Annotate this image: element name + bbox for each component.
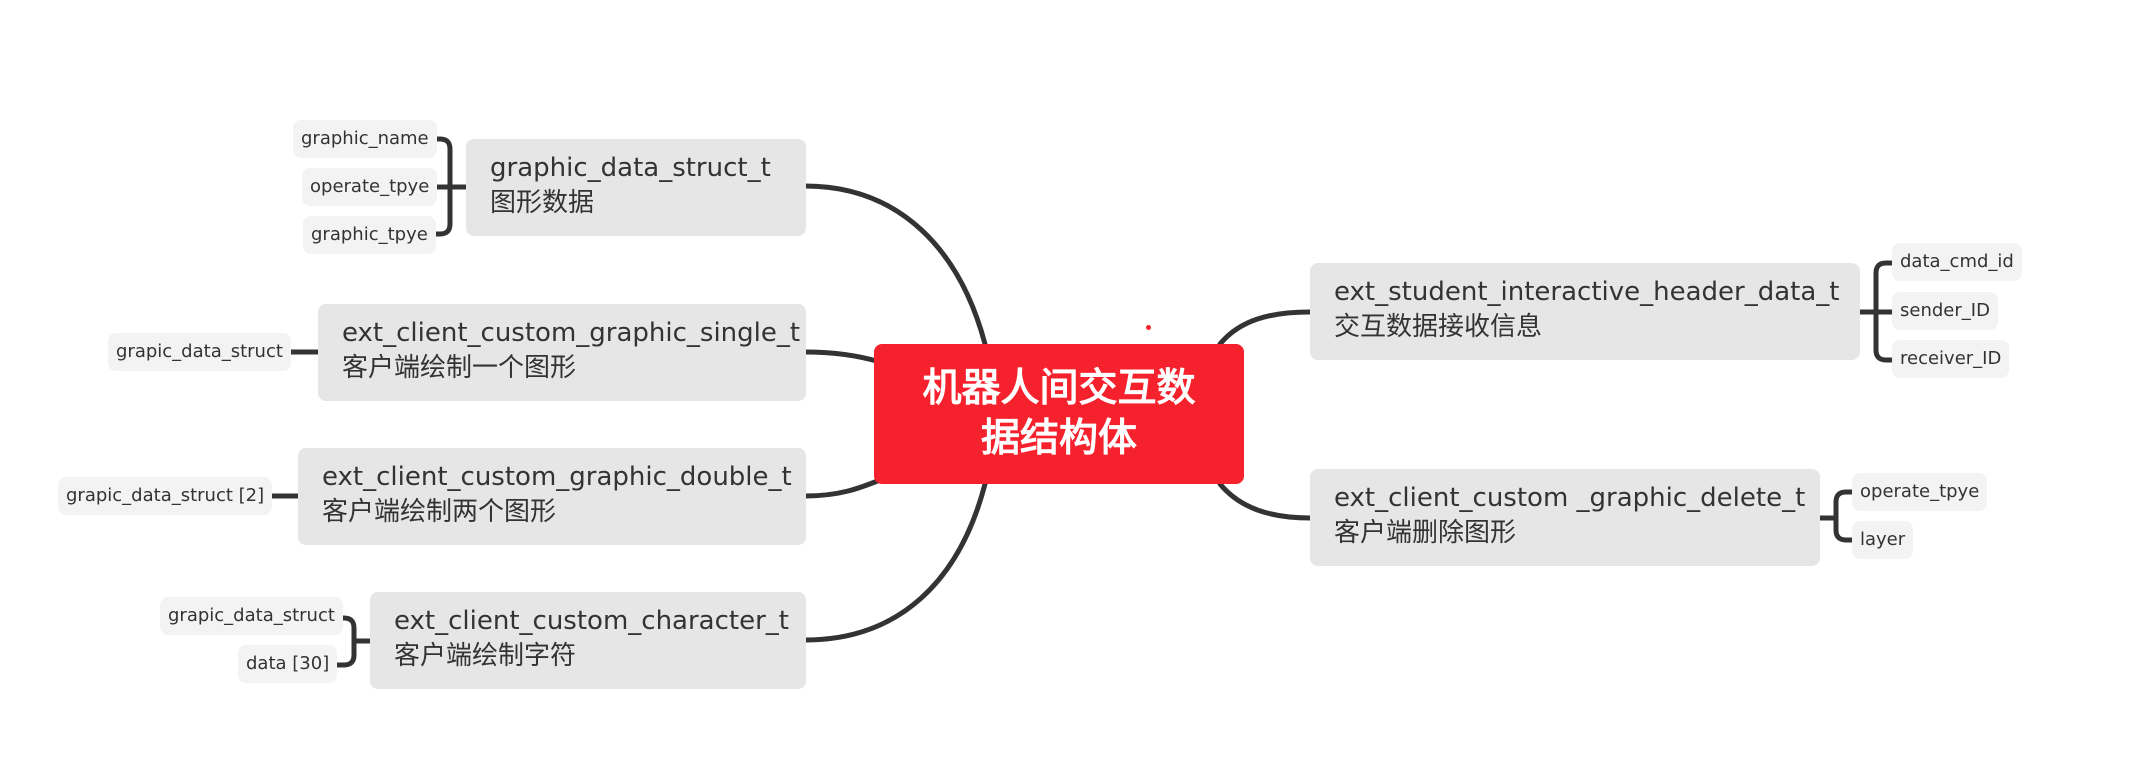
topic-subtitle: 交互数据接收信息 [1334, 312, 1543, 342]
topic-subtitle: 客户端绘制两个图形 [322, 497, 557, 527]
topic-graphic-double[interactable]: ext_client_custom_graphic_double_t 客户端绘制… [298, 448, 806, 545]
central-topic-line1: 机器人间交互数 [922, 366, 1196, 411]
leaf-sender-id[interactable]: sender_ID [1892, 292, 1998, 330]
leaf-layer[interactable]: layer [1852, 521, 1914, 559]
brace-header [1857, 260, 1895, 363]
brace-character [333, 615, 373, 668]
connector-center-to-header [1217, 309, 1313, 347]
topic-title: ext_client_custom_character_t [394, 606, 789, 636]
leaf-receiver-id[interactable]: receiver_ID [1892, 340, 2010, 378]
topic-subtitle: 客户端绘制一个图形 [342, 353, 577, 383]
leaf-data-30[interactable]: data [30] [238, 645, 338, 683]
brace-delete [1817, 489, 1855, 543]
leaf-graphic-name[interactable]: graphic_name [293, 120, 437, 158]
leaf-grapic-data-struct-2[interactable]: grapic_data_struct [2] [58, 477, 273, 515]
leaf-data-cmd-id[interactable]: data_cmd_id [1892, 243, 2022, 281]
topic-interactive-header[interactable]: ext_student_interactive_header_data_t 交互… [1310, 263, 1860, 360]
leaf-graphic-tpye[interactable]: graphic_tpye [303, 216, 436, 254]
topic-subtitle: 客户端删除图形 [1334, 518, 1517, 548]
topic-subtitle: 客户端绘制字符 [394, 641, 577, 671]
topic-title: ext_client_custom_graphic_double_t [322, 462, 792, 492]
topic-title: ext_client_custom_graphic_single_t [342, 318, 801, 348]
marker-dot [1146, 325, 1151, 330]
leaf-operate-tpye[interactable]: operate_tpye [1852, 473, 1988, 511]
connector-center-to-single [802, 349, 883, 365]
central-topic[interactable]: 机器人间交互数 据结构体 [874, 344, 1244, 484]
leaf-operate-tpye[interactable]: operate_tpye [302, 168, 438, 206]
topic-title: ext_student_interactive_header_data_t [1334, 277, 1840, 307]
topic-subtitle: 图形数据 [490, 188, 595, 218]
central-topic-line2: 据结构体 [980, 416, 1137, 461]
topic-graphic-delete[interactable]: ext_client_custom _graphic_delete_t 客户端删… [1310, 469, 1820, 566]
leaf-grapic-data-struct[interactable]: grapic_data_struct [160, 597, 343, 635]
topic-graphic-data-struct[interactable]: graphic_data_struct_t 图形数据 [466, 139, 806, 236]
topic-graphic-single[interactable]: ext_client_custom_graphic_single_t 客户端绘制… [318, 304, 806, 401]
connector-center-to-character [802, 481, 988, 643]
connector-center-to-delete [1217, 481, 1313, 521]
topic-character[interactable]: ext_client_custom_character_t 客户端绘制字符 [370, 592, 806, 689]
topic-title: graphic_data_struct_t [490, 153, 771, 183]
brace-graphic-data [431, 136, 469, 237]
topic-title: ext_client_custom _graphic_delete_t [1334, 483, 1806, 513]
connector-center-to-graphic-data [802, 183, 988, 347]
leaf-grapic-data-struct[interactable]: grapic_data_struct [108, 333, 291, 371]
connector-center-to-double [802, 477, 883, 499]
